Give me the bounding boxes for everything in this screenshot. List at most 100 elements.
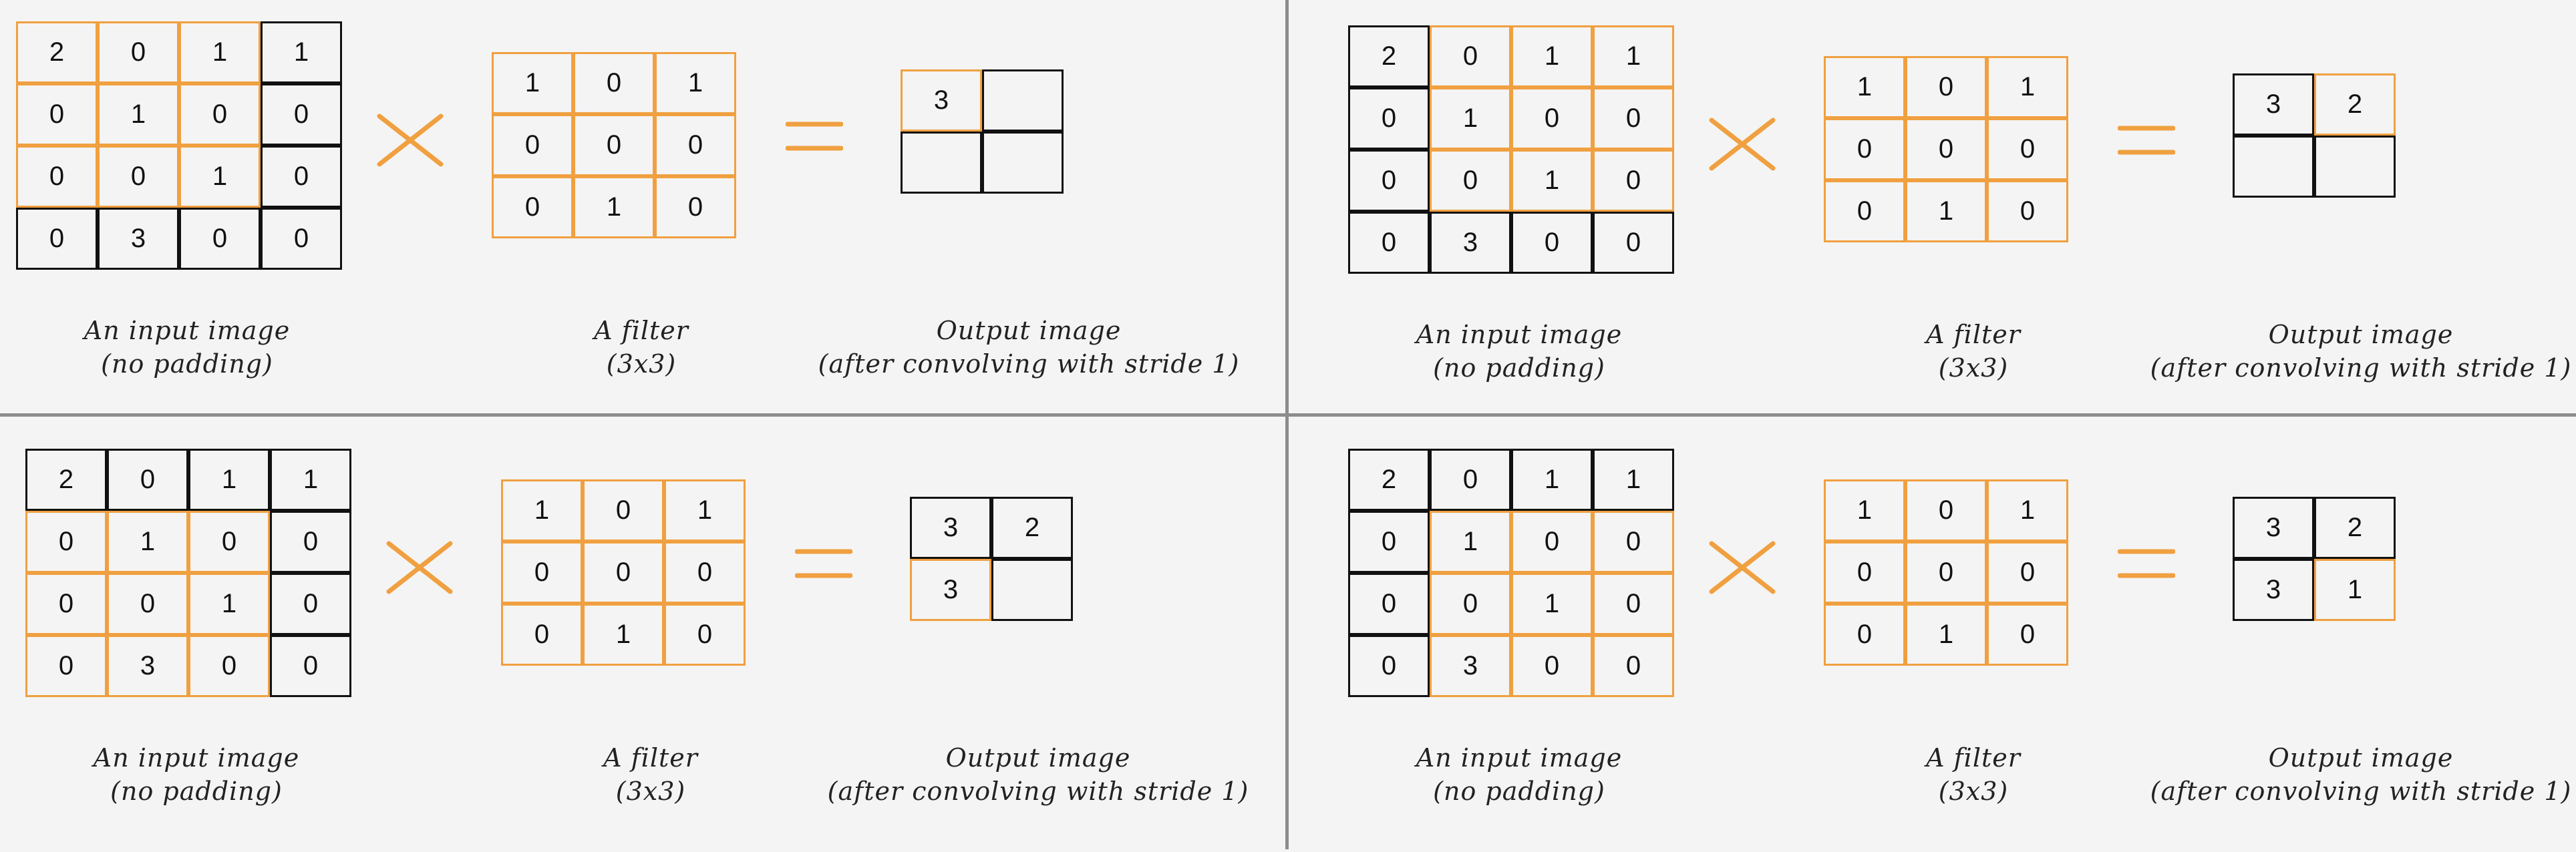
filter-grid-cell: 1	[1987, 56, 2068, 118]
filter-grid-cell: 0	[573, 52, 655, 114]
input-image-grid-cell: 0	[1348, 573, 1430, 635]
filter-grid-cell: 0	[492, 176, 573, 238]
filter-grid-cell: 0	[655, 176, 736, 238]
input-image-caption: An input image(no padding)	[80, 314, 294, 381]
input-image-grid-cell: 0	[1348, 150, 1430, 212]
vertical-divider	[1285, 0, 1289, 849]
filter-grid-cell: 0	[1905, 479, 1987, 542]
filter-caption: A filter(3x3)	[1887, 318, 2060, 385]
input-image-grid-cell: 1	[1511, 25, 1593, 87]
input-image-grid-cell: 1	[270, 449, 351, 511]
input-image-grid-cell: 2	[1348, 25, 1430, 87]
output-image-grid-cell	[901, 132, 982, 194]
input-image-grid-cell: 1	[179, 21, 261, 83]
input-image-grid-cell: 2	[1348, 449, 1430, 511]
filter-caption-line: A filter	[1926, 743, 2021, 773]
input-image-grid-cell: 3	[107, 635, 188, 697]
filter-caption-line: (3x3)	[1938, 777, 2009, 806]
multiply-cross-icon	[1709, 118, 1776, 171]
filter-caption-line: A filter	[603, 743, 698, 773]
filter-grid-cell: 1	[655, 52, 736, 114]
output-image-grid-cell	[991, 559, 1073, 621]
output-image-caption-line: Output image	[2268, 743, 2454, 773]
input-image-grid-cell: 0	[25, 635, 107, 697]
input-image-grid-cell: 1	[1511, 573, 1593, 635]
equals-sign-icon	[2117, 126, 2176, 155]
input-image-caption-line: An input image	[1416, 320, 1623, 349]
output-image-grid-cell: 1	[2314, 559, 2396, 621]
multiply-cross-icon	[1709, 541, 1776, 594]
multiply-operator	[1709, 118, 1776, 174]
multiply-operator	[386, 541, 453, 598]
filter-grid-cell: 1	[1824, 479, 1905, 542]
equals-sign-icon	[785, 122, 844, 151]
output-image-grid-cell	[982, 132, 1064, 194]
input-image-grid-cell: 1	[261, 21, 342, 83]
filter-grid-cell: 1	[1905, 180, 1987, 242]
filter-grid-cell: 1	[583, 604, 664, 666]
input-image-grid-cell: 0	[16, 146, 98, 208]
input-image-grid-cell: 0	[179, 83, 261, 146]
filter-grid-cell: 1	[1987, 479, 2068, 542]
filter-grid-cell: 0	[1824, 604, 1905, 666]
output-image-grid-cell: 2	[991, 497, 1073, 559]
input-image-grid-cell: 0	[270, 635, 351, 697]
filter-grid-cell: 0	[583, 479, 664, 542]
input-image-grid-cell: 0	[25, 511, 107, 573]
input-image-grid-cell: 1	[1430, 511, 1511, 573]
filter-grid-cell: 0	[583, 542, 664, 604]
equals-sign-icon	[2117, 549, 2176, 578]
input-image-caption: An input image(no padding)	[1412, 741, 1626, 808]
input-image-caption-line: An input image	[1416, 743, 1623, 773]
input-image-caption-line: (no padding)	[110, 777, 283, 806]
input-image-grid-cell: 0	[1348, 212, 1430, 274]
input-image-grid-cell: 0	[1511, 635, 1593, 697]
input-image-grid-cell: 0	[1593, 150, 1674, 212]
output-image-caption: Output image(after convolving with strid…	[2134, 741, 2576, 808]
equals-operator	[2117, 123, 2176, 162]
input-image-grid-cell: 0	[1430, 25, 1511, 87]
input-image-grid-cell: 0	[1593, 87, 1674, 150]
filter-grid-cell: 0	[573, 114, 655, 176]
output-image-caption-line: (after convolving with stride 1)	[827, 777, 1249, 806]
filter-grid-cell: 0	[1824, 542, 1905, 604]
output-image-caption: Output image(after convolving with strid…	[811, 741, 1265, 808]
input-image-grid-cell: 0	[1511, 511, 1593, 573]
input-image-grid-cell: 0	[1593, 511, 1674, 573]
multiply-cross-icon	[386, 541, 453, 594]
filter-grid-cell: 0	[655, 114, 736, 176]
input-image-grid-cell: 0	[107, 573, 188, 635]
filter-grid-cell: 0	[1987, 604, 2068, 666]
input-image-grid-cell: 0	[261, 208, 342, 270]
filter-caption-line: (3x3)	[615, 777, 686, 806]
input-image-grid-cell: 0	[1348, 511, 1430, 573]
equals-operator	[785, 119, 844, 158]
output-image-grid-cell	[2314, 136, 2396, 198]
filter-caption-line: (3x3)	[606, 349, 677, 379]
horizontal-divider-left	[0, 413, 1287, 417]
input-image-grid-cell: 1	[188, 573, 270, 635]
filter-grid-cell: 0	[501, 604, 583, 666]
input-image-grid-cell: 1	[1430, 87, 1511, 150]
output-image-grid-cell	[982, 69, 1064, 132]
filter-grid-cell: 0	[501, 542, 583, 604]
input-image-grid-cell: 1	[1511, 150, 1593, 212]
filter-grid-cell: 0	[492, 114, 573, 176]
filter-grid-cell: 0	[1824, 118, 1905, 180]
input-image-caption-line: (no padding)	[1433, 353, 1605, 383]
filter-grid-cell: 1	[501, 479, 583, 542]
input-image-grid-cell: 1	[1511, 449, 1593, 511]
output-image-caption: Output image(after convolving with strid…	[802, 314, 1256, 381]
output-image-caption-line: Output image	[2268, 320, 2454, 349]
input-image-grid-cell: 3	[1430, 212, 1511, 274]
